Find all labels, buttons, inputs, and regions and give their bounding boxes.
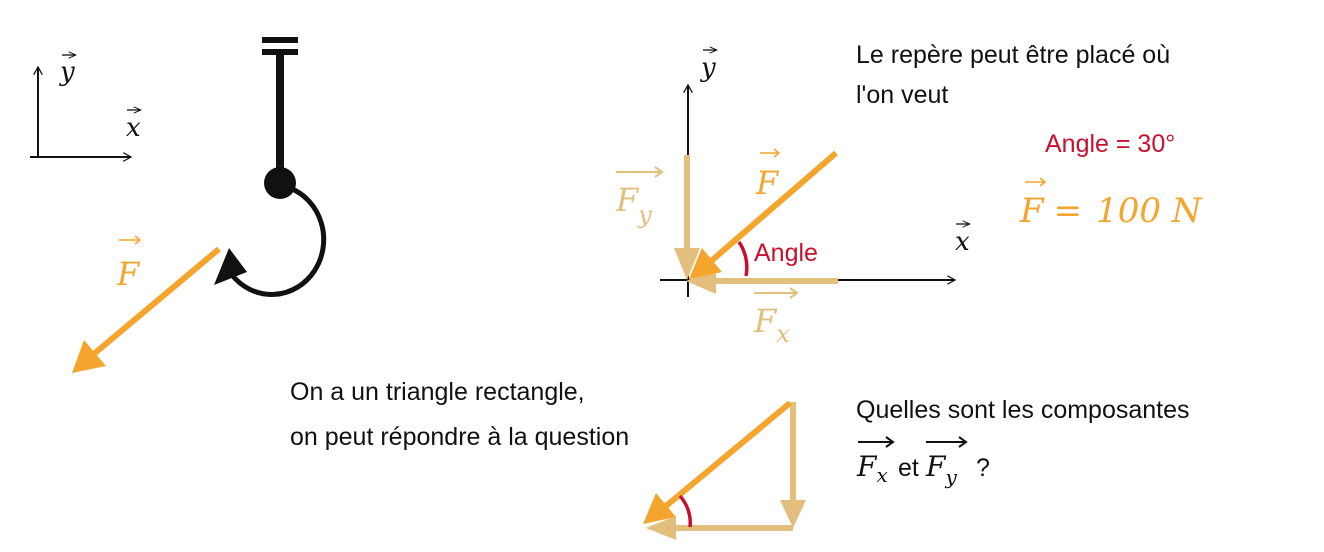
fy-component-vector <box>674 155 700 280</box>
fy-subscript: y <box>637 201 652 229</box>
given-force-value: 100 N <box>1096 191 1203 231</box>
hook-force-label-arrowhead <box>134 235 142 245</box>
main-y-axis-label: y <box>700 53 716 83</box>
hook-icon <box>262 37 298 199</box>
decomposed-force-label-arrowhead <box>773 148 781 158</box>
triangle-hypotenuse-arrowhead <box>643 493 676 524</box>
main-x-axis-label: x <box>955 227 970 257</box>
fx-label: Fx <box>753 302 790 348</box>
note-triangle-line1: On a un triangle rectangle, <box>290 378 585 406</box>
question-fx-arrowhead <box>885 436 895 448</box>
triangle-diagram <box>643 400 806 540</box>
question-fy-letter: F <box>925 450 947 483</box>
hook-force-label: F <box>116 255 141 293</box>
question-fx: Fx <box>856 450 888 487</box>
question-line1: Quelles sont les composantes <box>856 396 1190 424</box>
note-repere-line2: l'on veut <box>856 81 948 109</box>
angle-arc <box>737 241 749 277</box>
note-repere-line1: Le repère peut être placé où <box>856 41 1170 69</box>
fx-letter: F <box>753 302 778 340</box>
fy-label-arrowhead <box>654 166 664 178</box>
fx-label-arrowhead <box>789 287 799 299</box>
question-end: ? <box>976 454 990 482</box>
decomposed-force-vector <box>689 150 838 279</box>
small-axes: y x <box>30 55 141 157</box>
triangle-angle-arc <box>678 494 692 528</box>
small-y-axis-label: y <box>59 57 75 87</box>
question-connector: et <box>898 454 919 482</box>
rotation-arrow-icon <box>214 185 327 297</box>
triangle-fx-arrowhead <box>646 516 676 540</box>
fx-subscript: x <box>776 320 790 348</box>
given-force-label-arrowhead <box>1039 177 1047 187</box>
triangle-hypotenuse <box>664 400 792 509</box>
question-fy-arrowhead <box>958 436 968 448</box>
given-force-letter: F <box>1019 191 1045 231</box>
fy-label: Fy <box>615 181 652 229</box>
question-fy-sub: y <box>944 465 957 489</box>
question-fx-letter: F <box>856 450 878 483</box>
question-fx-sub: x <box>876 463 887 487</box>
triangle-fy-arrowhead <box>780 500 806 528</box>
question-fy: Fy <box>925 450 957 489</box>
small-x-axis-label: x <box>126 113 141 143</box>
hook-force-vector <box>72 246 221 373</box>
angle-label: Angle <box>754 239 818 267</box>
fy-letter: F <box>615 181 640 219</box>
given-angle: Angle = 30° <box>1045 130 1175 158</box>
given-force-eq: = <box>1054 191 1083 231</box>
note-triangle-line2: on peut répondre à la question <box>290 423 629 451</box>
given-force-equation: F= 100 N <box>1019 191 1203 231</box>
decomposed-force-label: F <box>755 164 780 202</box>
